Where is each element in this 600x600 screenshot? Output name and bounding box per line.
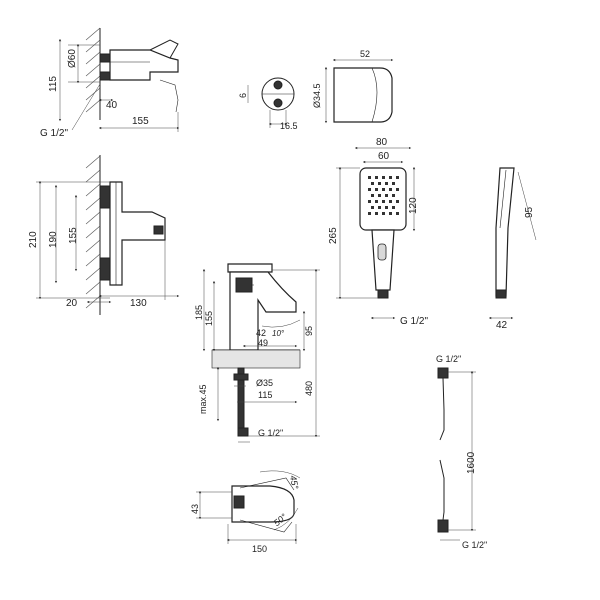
dim-w42-basin: 42	[256, 328, 266, 338]
dim-h155-basin: 155	[204, 311, 214, 326]
dim-len130: 130	[130, 298, 147, 309]
dim-len155-small: 155	[132, 116, 149, 127]
dim-h155-large: 155	[68, 227, 79, 244]
dim-w60: 60	[378, 151, 390, 162]
angle-10: 10°	[272, 329, 285, 338]
basin-mixer-side-view: 185 155 42 10° 95 49 Ø35 max.45 115 480 …	[194, 263, 320, 443]
dim-w42-side: 42	[496, 320, 508, 331]
thread-label-shower: G 1/2"	[400, 316, 428, 327]
dim-h210: 210	[28, 231, 39, 248]
thread-label-small: G 1/2"	[40, 128, 68, 139]
dim-w16-5: 16.5	[280, 121, 298, 131]
thread-label-hose-bottom: G 1/2"	[462, 540, 487, 550]
hand-shower-side-view: 95 42	[488, 167, 537, 331]
dim-off20: 20	[66, 298, 78, 309]
dim-d6: 6	[238, 93, 248, 98]
hand-shower-front-view: 80 60 120 265 G 1/2"	[328, 137, 428, 327]
dim-w52: 52	[360, 49, 370, 59]
dim-len1600: 1600	[466, 451, 477, 474]
dim-h185: 185	[194, 305, 204, 320]
nozzle-grid	[368, 176, 399, 215]
dim-h95-basin: 95	[304, 326, 314, 336]
thread-label-basin: G 1/2"	[258, 428, 283, 438]
dim-len265: 265	[328, 227, 339, 244]
dim-d60: Ø60	[67, 49, 78, 68]
angle-45: 45°	[288, 475, 300, 491]
thread-label-hose-top: G 1/2"	[436, 354, 461, 364]
thermostatic-mixer-view: 210 190 155 20 130	[28, 155, 180, 315]
dim-max45: max.45	[198, 384, 208, 414]
dim-w43: 43	[190, 504, 200, 514]
dim-w115: 115	[258, 390, 272, 400]
basin-mixer-top-view: 43 45° 50° 150	[190, 470, 300, 554]
dim-w80: 80	[376, 137, 388, 148]
dim-h480: 480	[304, 381, 314, 396]
dim-h115: 115	[48, 76, 59, 92]
dim-h120: 120	[408, 197, 419, 214]
dim-len150: 150	[252, 544, 267, 554]
dim-h190: 190	[48, 231, 59, 248]
dim-off40: 40	[106, 100, 118, 111]
flange-view: 6 16.5	[238, 77, 298, 131]
dim-w49: 49	[258, 338, 268, 348]
wall-mixer-side-view: Ø60 115 40 155 G 1/2"	[40, 27, 180, 139]
dim-d35: Ø35	[256, 378, 273, 388]
dim-d34-5: Ø34.5	[312, 83, 322, 108]
shower-hose-view: 1600 G 1/2" G 1/2"	[436, 354, 487, 550]
dim-h95-side: 95	[524, 206, 535, 218]
holder-view: 52 Ø34.5	[312, 49, 394, 124]
